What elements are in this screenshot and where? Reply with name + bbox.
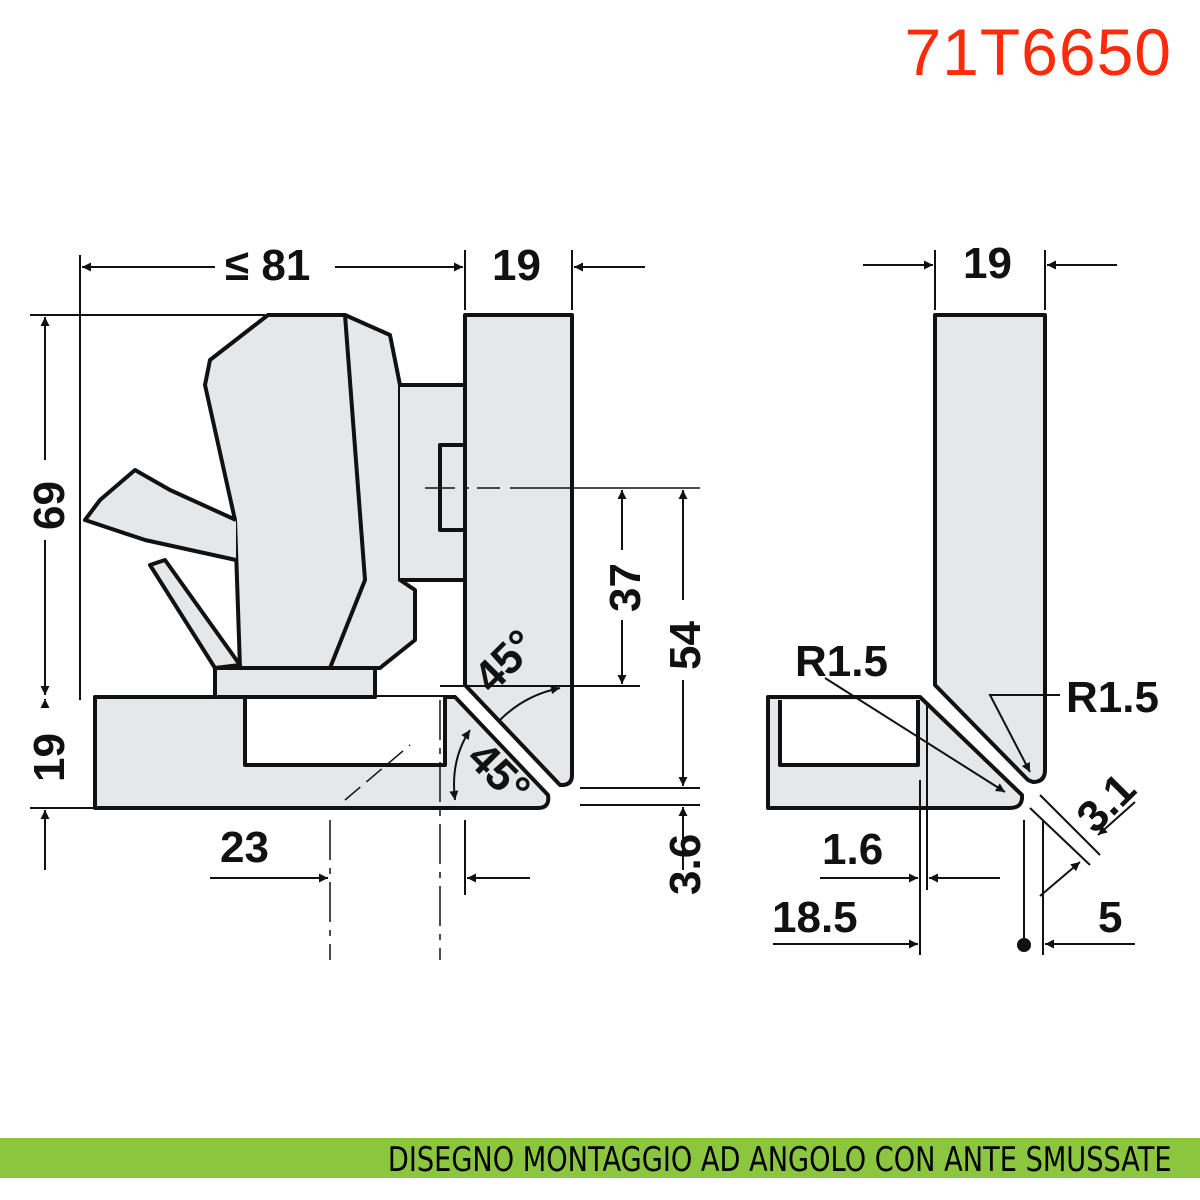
dim-height: 69	[25, 481, 74, 530]
left-view: ≤ 81 19 69 19 37 54 3.6 45° 45° 23	[25, 241, 710, 960]
product-code: 71T6650	[904, 15, 1172, 89]
dim-18-5: 18.5	[772, 893, 858, 942]
dim-3-1: 3.1	[1067, 764, 1145, 842]
dim-37: 37	[601, 563, 650, 612]
dim-radius-right: R1.5	[1066, 673, 1159, 722]
hinge-body	[83, 313, 467, 699]
dim-width-max: ≤ 81	[225, 241, 310, 290]
door-panel-left	[463, 313, 574, 787]
right-view: 19 R1.5 R1.5 3.1 1.6 18.5 5	[766, 239, 1159, 955]
dim-door-thickness-right: 19	[963, 239, 1012, 288]
caption-text: DISEGNO MONTAGGIO AD ANGOLO CON ANTE SMU…	[388, 1140, 1172, 1180]
dim-3-6: 3.6	[661, 834, 710, 895]
dim-54: 54	[661, 621, 710, 670]
dim-radius-left: R1.5	[795, 637, 888, 686]
dim-23: 23	[220, 823, 269, 872]
dim-base-thickness: 19	[25, 733, 74, 782]
dim-5: 5	[1098, 893, 1122, 942]
dim-door-thickness-left: 19	[492, 241, 541, 290]
dim-1-6: 1.6	[822, 825, 883, 874]
door-panel-right	[933, 313, 1047, 784]
cup-recess	[243, 697, 447, 767]
caption-banner: DISEGNO MONTAGGIO AD ANGOLO CON ANTE SMU…	[0, 1138, 1200, 1180]
